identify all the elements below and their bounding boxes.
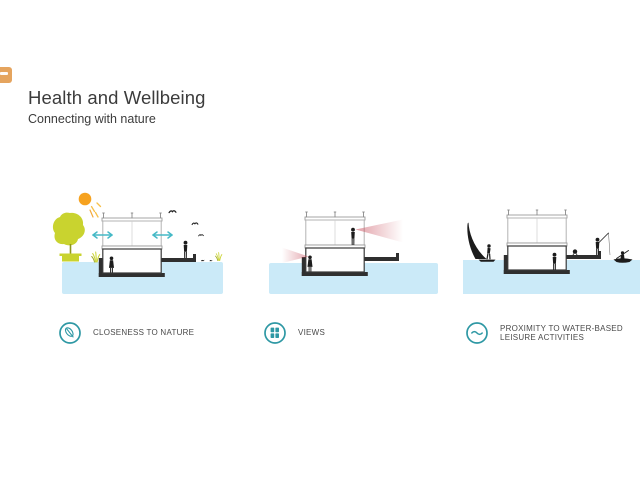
window-glyph [0,72,8,75]
grass-tuft-right [215,252,223,261]
diagram-closeness-to-nature [52,192,223,294]
windsurfer [467,222,496,262]
grass-tuft-left [91,251,101,263]
diagram-views [269,211,438,294]
legend-label: CLOSENESS TO NATURE [93,328,195,338]
orange-window-icon [0,67,12,83]
bird-icon [168,210,177,214]
exchange-arrows [92,231,173,239]
header: Health and Wellbeing Connecting with nat… [28,87,206,126]
page-subtitle: Connecting with nature [28,112,156,126]
diagram-water-leisure [463,209,640,294]
window-panes-icon [264,322,286,344]
fisherman [595,232,611,256]
leaf-icon [59,322,81,344]
page-title: Health and Wellbeing [28,87,206,108]
legend-label: VIEWS [298,328,326,338]
legend-views: VIEWS [263,321,325,345]
bird-icon [198,234,204,237]
legend-closeness-to-nature: CLOSENESS TO NATURE [58,321,194,345]
view-cone-left [282,247,309,263]
wave-icon [466,322,488,344]
tree [52,212,85,262]
view-cone-right [355,219,403,243]
sun-icon [78,192,102,218]
legend-label: PROXIMITY TO WATER-BASED LEISURE ACTIVIT… [500,323,623,342]
deck-object [572,249,578,256]
legend-water-leisure: PROXIMITY TO WATER-BASED LEISURE ACTIVIT… [465,321,640,345]
person-on-deck [183,240,188,258]
kayaker [613,250,633,263]
bird-icon [191,222,199,226]
birds-on-water [201,259,213,262]
